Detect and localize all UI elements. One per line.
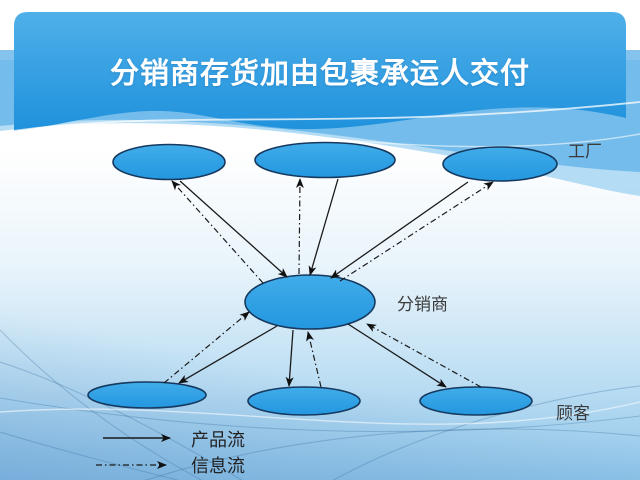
info-arrow-distributor-factory3 bbox=[339, 181, 494, 282]
info-arrow-customer2-distributor bbox=[306, 331, 322, 388]
bottom-curve-lines bbox=[0, 329, 640, 480]
title-band-shape bbox=[14, 12, 626, 131]
customer-label: 顾客 bbox=[556, 404, 590, 423]
factory-node-2 bbox=[254, 141, 396, 179]
factory-label: 工厂 bbox=[568, 142, 602, 161]
header-white-curve-1 bbox=[0, 101, 640, 134]
customer-node-1 bbox=[87, 381, 207, 409]
product-arrow-factory2-distributor bbox=[308, 178, 339, 276]
product-arrow-distributor-customer2 bbox=[285, 329, 294, 387]
diagram-nodes bbox=[87, 141, 558, 416]
customer-node-2 bbox=[247, 386, 361, 416]
distributor-node bbox=[244, 274, 376, 330]
distributor-label: 分销商 bbox=[397, 295, 448, 314]
legend-product-label: 产品流 bbox=[191, 430, 245, 450]
slide-title: 分销商存货加由包裹承运人交付 bbox=[109, 58, 530, 90]
header-white-curve-2 bbox=[279, 132, 640, 148]
product-arrow-factory1-distributor bbox=[179, 180, 288, 278]
product-flow-arrows bbox=[178, 178, 469, 388]
product-arrow-distributor-customer1 bbox=[178, 325, 278, 384]
info-arrow-distributor-factory1 bbox=[171, 180, 264, 284]
legend-info-label: 信息流 bbox=[191, 456, 245, 476]
bottom-white-curve bbox=[0, 401, 640, 425]
title-band bbox=[0, 12, 640, 148]
info-arrow-customer3-distributor bbox=[366, 323, 482, 388]
factory-node-3 bbox=[442, 146, 558, 182]
info-flow-arrows bbox=[163, 178, 494, 388]
customer-node-3 bbox=[419, 386, 533, 416]
flow-diagram bbox=[87, 141, 558, 469]
product-arrow-distributor-customer3 bbox=[347, 323, 447, 388]
factory-node-1 bbox=[112, 143, 226, 181]
info-arrow-distributor-factory2 bbox=[295, 178, 304, 275]
product-arrow-factory3-distributor bbox=[330, 181, 469, 279]
info-arrow-customer1-distributor bbox=[163, 311, 250, 384]
legend-arrows bbox=[96, 434, 171, 469]
